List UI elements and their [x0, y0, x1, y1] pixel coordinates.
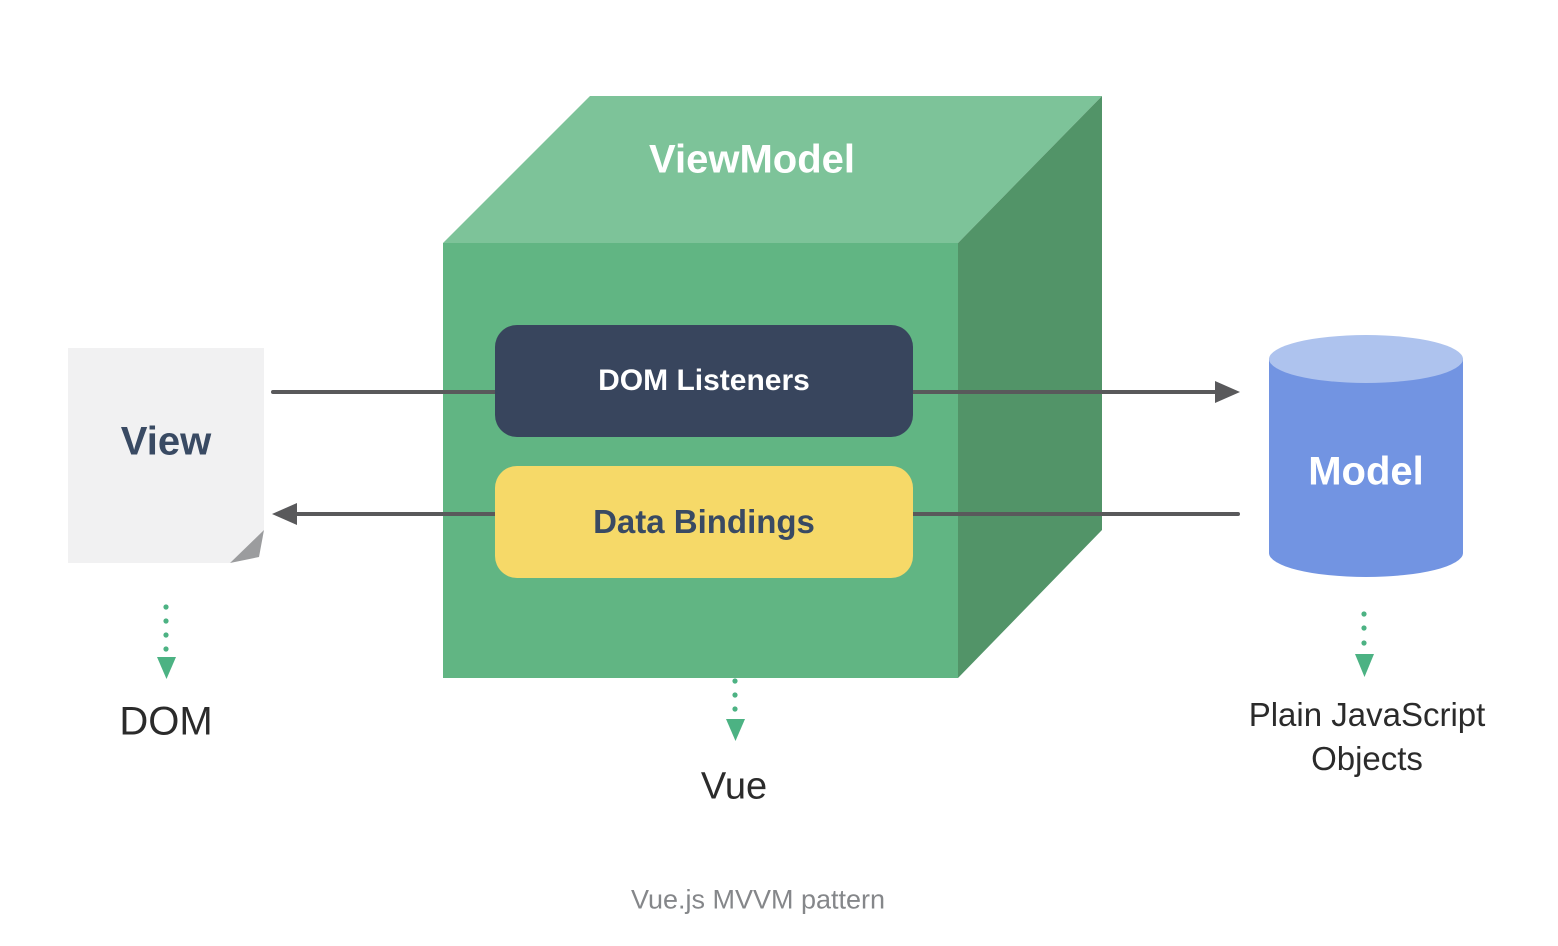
- dotted-arrow-viewmodel-to-vue: [726, 678, 745, 741]
- dotted-arrow-view-to-dom: [157, 604, 176, 679]
- viewmodel-title: ViewModel: [649, 137, 855, 182]
- model-cylinder-top: [1269, 335, 1463, 383]
- data-bindings-box: Data Bindings: [495, 466, 913, 578]
- dom-listeners-box: DOM Listeners: [495, 325, 913, 437]
- dom-target-label: DOM: [119, 699, 213, 744]
- vue-target-label: Vue: [700, 765, 768, 808]
- view-paper: [68, 348, 264, 563]
- dotted-arrow-model-to-objects: [1355, 611, 1374, 677]
- viewmodel-cube-right-face: [958, 96, 1102, 678]
- data-bindings-label: Data Bindings: [593, 503, 815, 540]
- plain-javascript-objects-label: Plain JavaScript Objects: [1248, 696, 1486, 777]
- view-title: View: [120, 419, 212, 464]
- arrow-model-to-view-head: [272, 503, 297, 525]
- diagram-caption: Vue.js MVVM pattern: [630, 884, 886, 915]
- viewmodel-cube-top-face: [443, 96, 1102, 243]
- model-title: Model: [1308, 449, 1424, 494]
- viewmodel-cube-front-face: [443, 243, 958, 678]
- view-paper-fold: [230, 530, 264, 563]
- model-cylinder-body: [1269, 359, 1463, 577]
- arrow-view-to-model-head: [1215, 381, 1240, 403]
- dom-listeners-label: DOM Listeners: [598, 364, 810, 397]
